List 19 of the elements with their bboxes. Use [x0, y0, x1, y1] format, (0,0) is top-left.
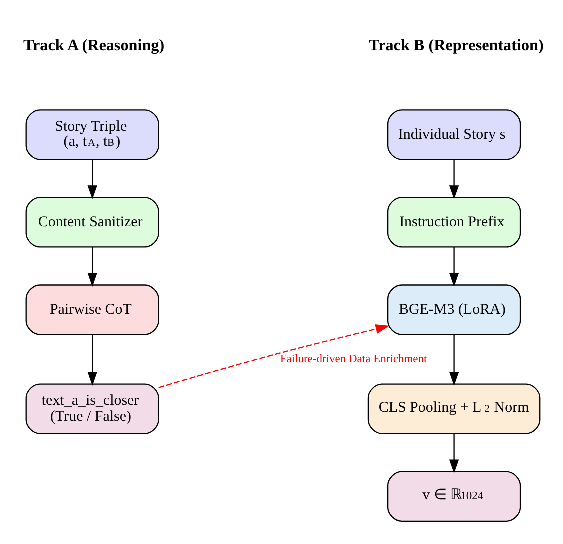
- node-box: Individual Story s: [387, 110, 522, 160]
- node-box: text_a_is_closer (True / False): [26, 384, 160, 434]
- label: Track A (Reasoning): [23, 37, 165, 54]
- node-box: BGE-M3 (LoRA): [387, 284, 522, 336]
- arrow: [449, 434, 460, 474]
- arrow: [449, 335, 460, 386]
- arrow: [449, 160, 460, 200]
- node-box: v ∈ ℝ1024: [387, 471, 522, 522]
- arrow: [158, 324, 390, 388]
- edge-label: Failure-driven Data Enrichment: [280, 353, 428, 366]
- node-box: Content Sanitizer: [26, 197, 160, 248]
- arrow: [88, 335, 98, 386]
- node-box: Instruction Prefix: [387, 197, 522, 248]
- arrow: [88, 247, 98, 287]
- arrow: [88, 160, 98, 200]
- arrow: [449, 247, 460, 287]
- node-box: Pairwise CoT: [26, 284, 160, 336]
- node-box: Story Triple (a, tA, tB): [26, 110, 160, 160]
- label: Track B (Representation): [369, 37, 544, 54]
